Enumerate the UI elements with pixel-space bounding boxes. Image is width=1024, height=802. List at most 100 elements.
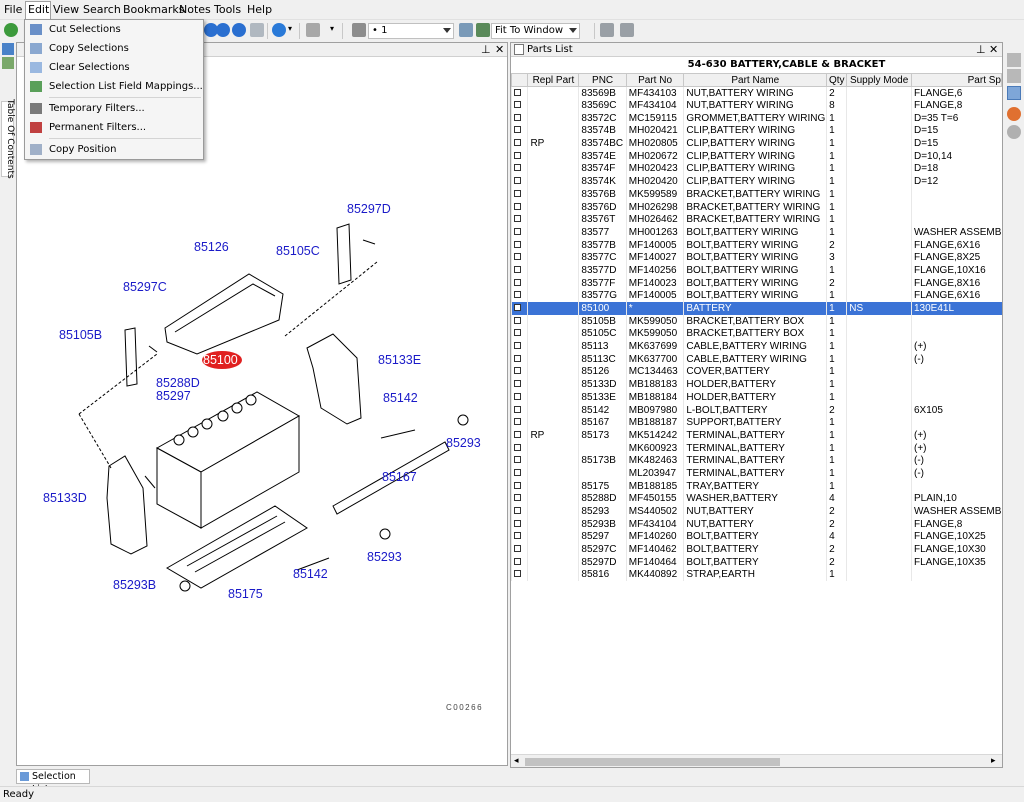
nav-prev-icon[interactable] — [204, 23, 218, 37]
side-tool-icon[interactable] — [1007, 53, 1021, 67]
page-number-select[interactable]: • 1 — [368, 23, 454, 39]
row-checkbox[interactable] — [514, 139, 521, 147]
diagram-label[interactable]: 85288D — [156, 376, 200, 390]
row-checkbox[interactable] — [514, 240, 521, 248]
row-checkbox[interactable] — [514, 316, 521, 324]
unlink-icon[interactable] — [620, 23, 634, 37]
row-checkbox-cell[interactable] — [511, 327, 528, 341]
selection-list-tab[interactable]: Selection List — [16, 769, 90, 795]
row-checkbox-cell[interactable] — [511, 149, 528, 163]
column-header[interactable]: PNC — [578, 73, 627, 87]
diagram-label[interactable]: 85167 — [382, 470, 417, 484]
row-checkbox-cell[interactable] — [511, 289, 528, 303]
row-checkbox[interactable] — [514, 418, 521, 426]
zoom-select[interactable]: Fit To Window — [491, 23, 580, 39]
row-checkbox[interactable] — [514, 430, 521, 438]
row-checkbox[interactable] — [514, 291, 521, 299]
row-checkbox[interactable] — [514, 532, 521, 540]
close-icon[interactable]: ✕ — [495, 43, 505, 56]
row-checkbox-cell[interactable] — [511, 238, 528, 252]
row-checkbox[interactable] — [514, 202, 521, 210]
pin-icon[interactable]: ⊥ — [976, 43, 986, 56]
row-checkbox[interactable] — [514, 481, 521, 489]
diagram-label-highlighted[interactable]: 85100 — [203, 353, 238, 367]
row-checkbox[interactable] — [514, 392, 521, 400]
row-checkbox-cell[interactable] — [511, 175, 528, 188]
row-checkbox-cell[interactable] — [511, 188, 528, 201]
row-checkbox-cell[interactable] — [511, 378, 528, 391]
row-checkbox[interactable] — [514, 557, 521, 565]
zoom-in-icon[interactable] — [459, 23, 473, 37]
row-checkbox-cell[interactable] — [511, 543, 528, 556]
nav-next-icon[interactable] — [232, 23, 246, 37]
menu-bookmarks[interactable]: Bookmarks — [123, 3, 185, 16]
row-checkbox-cell[interactable] — [511, 365, 528, 379]
nav-first-icon[interactable] — [216, 23, 230, 37]
row-checkbox[interactable] — [514, 545, 521, 553]
row-checkbox[interactable] — [514, 367, 521, 375]
menu-edit[interactable]: Edit — [28, 3, 50, 16]
row-checkbox-cell[interactable] — [511, 99, 528, 112]
column-header[interactable]: Supply Mode — [846, 73, 912, 87]
scroll-left-icon[interactable]: ◂ — [514, 756, 519, 766]
menu-notes[interactable]: Notes — [179, 3, 211, 16]
column-header[interactable]: Repl Part — [527, 73, 580, 87]
row-checkbox-cell[interactable] — [511, 226, 528, 239]
row-checkbox-cell[interactable] — [511, 467, 528, 480]
diagram-label[interactable]: 85293 — [446, 436, 481, 450]
column-header[interactable]: Part Sp — [910, 73, 1002, 87]
row-checkbox[interactable] — [514, 126, 521, 134]
row-checkbox-cell[interactable] — [511, 492, 528, 506]
diagram-label[interactable]: 85175 — [228, 587, 263, 601]
column-header[interactable]: Qty — [826, 73, 848, 87]
close-icon[interactable]: ✕ — [989, 43, 999, 56]
row-checkbox[interactable] — [514, 468, 521, 476]
row-checkbox-cell[interactable] — [511, 454, 528, 468]
row-checkbox-cell[interactable] — [511, 479, 528, 493]
row-checkbox-cell[interactable] — [511, 340, 528, 353]
row-checkbox-cell[interactable] — [511, 391, 528, 404]
row-checkbox-cell[interactable] — [511, 505, 528, 518]
row-checkbox[interactable] — [514, 253, 521, 261]
row-checkbox[interactable] — [514, 570, 521, 578]
menu-item-field-mappings[interactable]: Selection List Field Mappings... — [26, 77, 203, 96]
table-of-contents-tab[interactable]: Table Of Contents — [1, 99, 15, 179]
row-checkbox-cell[interactable] — [511, 517, 528, 531]
row-checkbox-cell[interactable] — [511, 530, 528, 544]
row-checkbox[interactable] — [514, 342, 521, 350]
scroll-right-icon[interactable]: ▸ — [991, 756, 996, 766]
back-icon[interactable] — [4, 23, 18, 37]
dropdown-arrow-icon[interactable]: ▾ — [330, 24, 335, 33]
row-checkbox-cell[interactable] — [511, 568, 528, 582]
diagram-label[interactable]: 85133E — [378, 353, 421, 367]
tool-icon[interactable] — [306, 23, 320, 37]
row-checkbox-cell[interactable] — [511, 86, 528, 100]
row-checkbox[interactable] — [514, 177, 521, 185]
side-tool-active-icon[interactable] — [1007, 86, 1021, 100]
dropdown-arrow-icon[interactable]: ▾ — [288, 24, 293, 33]
menu-file[interactable]: File — [4, 3, 23, 16]
row-checkbox[interactable] — [514, 101, 521, 109]
row-checkbox-cell[interactable] — [511, 441, 528, 455]
diagram-label[interactable]: 85142 — [383, 391, 418, 405]
menu-item-temporary-filters[interactable]: Temporary Filters... — [26, 99, 203, 118]
row-checkbox-cell[interactable] — [511, 302, 528, 315]
menu-item-clear-selections[interactable]: Clear Selections — [26, 58, 203, 77]
